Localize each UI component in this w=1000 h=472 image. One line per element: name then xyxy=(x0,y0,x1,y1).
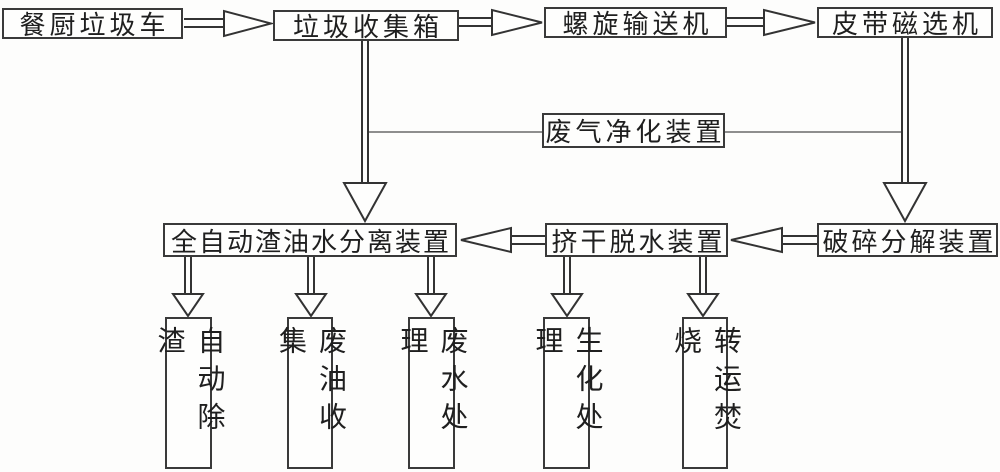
node-auto-slag-removal: 自动除渣 xyxy=(154,317,225,469)
arrow-dewatering-to-separator xyxy=(460,226,545,254)
node-biochemical-treatment: 生化处理 xyxy=(532,317,603,469)
node-garbage-collection-box: 垃圾收集箱 xyxy=(273,10,459,42)
node-transfer-incineration: 转运焚烧 xyxy=(670,317,741,469)
arrow-separator-to-oil xyxy=(294,257,328,318)
arrow-crushing-to-dewatering xyxy=(730,226,817,254)
arrow-magnetic-to-crushing xyxy=(882,38,928,224)
arrow-conveyor-to-magnetic xyxy=(727,8,816,37)
node-kitchen-waste-truck: 餐厨垃圾车 xyxy=(2,8,183,40)
arrow-truck-to-collection xyxy=(184,9,275,38)
arrow-collection-to-conveyor xyxy=(459,8,543,37)
arrow-separator-to-water xyxy=(414,257,448,318)
node-waste-gas-purifier: 废气净化装置 xyxy=(542,113,725,148)
arrow-separator-to-slag xyxy=(171,257,205,318)
node-belt-magnetic-separator: 皮带磁选机 xyxy=(817,7,993,39)
node-auto-separator: 全自动渣油水分离装置 xyxy=(163,223,457,257)
arrow-dewatering-to-incineration xyxy=(686,257,720,318)
arrow-dewatering-to-biochemical xyxy=(550,257,584,318)
arrow-collection-to-separator xyxy=(342,41,388,224)
node-squeeze-dewatering: 挤干脱水装置 xyxy=(545,223,728,257)
node-screw-conveyor: 螺旋输送机 xyxy=(544,7,727,39)
node-waste-oil-collection: 废油收集 xyxy=(275,317,346,469)
node-waste-water-treatment: 废水处理 xyxy=(397,317,468,469)
node-crushing-decomposition: 破碎分解装置 xyxy=(817,223,998,257)
